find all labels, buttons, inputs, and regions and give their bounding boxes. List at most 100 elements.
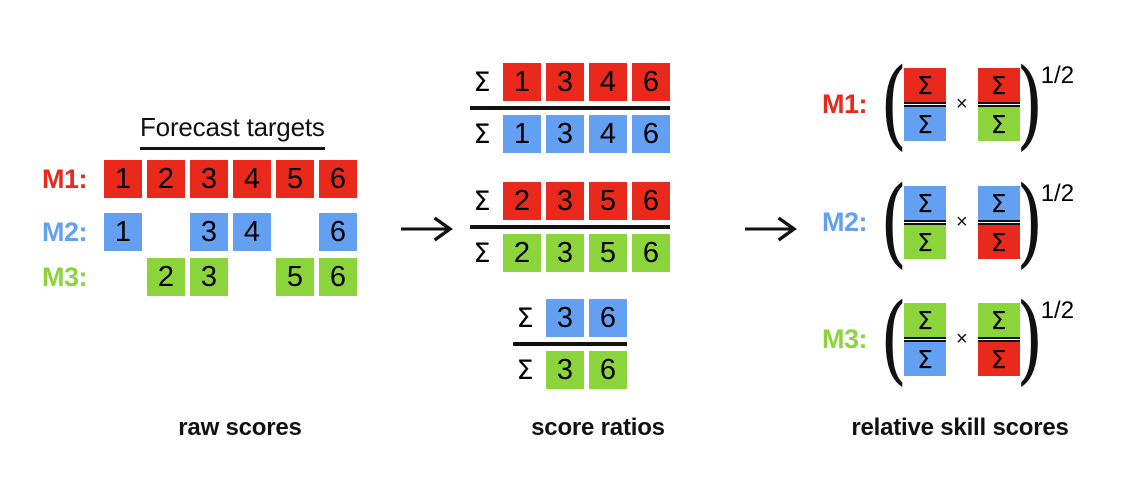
score-ratio-2-numerator: Σ 2 3 5 6 [470, 182, 670, 220]
paren-close-m1: ) [1016, 47, 1044, 160]
skill-m3-term1-numerator: Σ [904, 303, 946, 337]
sigma-icon: Σ [473, 66, 491, 98]
skill-row-m1: M1: ( Σ Σ × Σ Σ ) 1/2 [822, 47, 1074, 160]
score-ratio-2-den-cell-2: 3 [546, 234, 584, 272]
skill-m3-term1: Σ Σ [904, 303, 946, 376]
sigma-icon: Σ [516, 354, 534, 386]
multiply-icon: × [956, 211, 968, 233]
multiply-icon: × [956, 328, 968, 350]
score-ratio-fraction-3: Σ 3 6 Σ 3 6 [513, 299, 627, 389]
score-ratio-1-den-cell-1: 1 [503, 115, 541, 153]
sigma-icon: Σ [473, 237, 491, 269]
skill-m3-term1-bar [904, 337, 946, 342]
skill-row-m3: M3: ( Σ Σ × Σ Σ ) 1/2 [822, 282, 1074, 395]
skill-m2-term1-bar [904, 220, 946, 225]
score-ratio-1-denominator: Σ 1 3 4 6 [470, 115, 670, 153]
score-ratio-3-num-cells: 3 6 [546, 299, 627, 337]
score-ratio-1-den-cell-2: 3 [546, 115, 584, 153]
paren-close-m3: ) [1016, 282, 1044, 395]
raw-cell-m2-5 [276, 213, 314, 251]
raw-cell-m3-4 [233, 258, 271, 296]
score-ratio-2-num-cell-4: 6 [632, 182, 670, 220]
score-ratio-3-numerator: Σ 3 6 [513, 299, 627, 337]
skill-m3-term1-denominator: Σ [904, 342, 946, 376]
raw-cells-m2: 1 3 4 6 [104, 213, 357, 251]
score-ratio-2-bar [470, 225, 670, 229]
skill-m1-term1-bar [904, 102, 946, 107]
score-ratio-fraction-1: Σ 1 3 4 6 Σ 1 3 4 6 [470, 63, 670, 153]
skill-m1-term1-denominator: Σ [904, 107, 946, 141]
paren-open-m2: ( [880, 165, 908, 278]
skill-m2-term1: Σ Σ [904, 186, 946, 259]
skill-row-label-m2: M2: [822, 207, 868, 237]
score-ratio-3-num-cell-1: 3 [546, 299, 584, 337]
score-ratio-1-bar [470, 106, 670, 110]
skill-m2-exponent: 1/2 [1040, 180, 1075, 207]
raw-row-label-m3: M3: [42, 261, 88, 292]
paren-close-m2: ) [1016, 165, 1044, 278]
score-ratio-2-den-cell-4: 6 [632, 234, 670, 272]
skill-m1-term1-numerator: Σ [904, 68, 946, 102]
score-ratio-1-num-cell-2: 3 [546, 63, 584, 101]
score-ratio-2-den-cell-1: 2 [503, 234, 541, 272]
skill-m2-term1-numerator: Σ [904, 186, 946, 220]
raw-cell-m1-2: 2 [147, 160, 185, 198]
skill-m3-term2-numerator: Σ [977, 303, 1020, 337]
raw-cell-m3-3: 3 [190, 258, 228, 296]
skill-m2-term1-denominator: Σ [904, 225, 946, 259]
raw-cell-m1-1: 1 [104, 160, 142, 198]
raw-cell-m2-6: 6 [319, 213, 357, 251]
skill-m1-term1: Σ Σ [904, 68, 946, 141]
score-ratio-1-den-cell-3: 4 [589, 115, 627, 153]
raw-row-m2: M2: 1 3 4 6 [42, 213, 357, 251]
paren-open-m1: ( [880, 47, 908, 160]
raw-row-m3: M3: 2 3 5 6 [42, 258, 357, 296]
raw-cell-m2-3: 3 [190, 213, 228, 251]
skill-m3-term2-denominator: Σ [977, 342, 1020, 376]
score-ratio-3-den-cells: 3 6 [546, 351, 627, 389]
score-ratio-3-bar [513, 342, 627, 346]
score-ratio-1-den-cell-4: 6 [632, 115, 670, 153]
raw-cells-m3: 2 3 5 6 [104, 258, 357, 296]
skill-m3-term2: Σ Σ [977, 303, 1020, 376]
forecast-targets-title: Forecast targets [140, 112, 325, 150]
skill-m3-exponent: 1/2 [1040, 297, 1075, 324]
skill-m3-term2-bar [977, 337, 1020, 342]
skill-m1-term2-denominator: Σ [977, 107, 1020, 141]
skill-m2-term2: Σ Σ [977, 186, 1020, 259]
skill-row-m2: M2: ( Σ Σ × Σ Σ ) 1/2 [822, 165, 1074, 278]
multiply-icon: × [956, 93, 968, 115]
raw-cell-m1-5: 5 [276, 160, 314, 198]
score-ratio-3-den-cell-1: 3 [546, 351, 584, 389]
score-ratio-2-num-cells: 2 3 5 6 [503, 182, 670, 220]
raw-cell-m2-2 [147, 213, 185, 251]
skill-m2-term2-numerator: Σ [977, 186, 1020, 220]
arrow-right-icon-1 [400, 216, 458, 242]
skill-m2-term2-denominator: Σ [977, 225, 1020, 259]
score-ratio-2-num-cell-2: 3 [546, 182, 584, 220]
skill-row-label-m3: M3: [822, 324, 868, 354]
raw-row-label-m2: M2: [42, 216, 88, 247]
score-ratio-3-denominator: Σ 3 6 [513, 351, 627, 389]
raw-cell-m3-6: 6 [319, 258, 357, 296]
raw-cell-m1-4: 4 [233, 160, 271, 198]
caption-relative-skill-scores: relative skill scores [851, 414, 1069, 441]
raw-cell-m3-5: 5 [276, 258, 314, 296]
skill-m1-term2-bar [977, 102, 1020, 107]
score-ratio-1-num-cells: 1 3 4 6 [503, 63, 670, 101]
score-ratio-1-numerator: Σ 1 3 4 6 [470, 63, 670, 101]
score-ratio-2-num-cell-1: 2 [503, 182, 541, 220]
score-ratio-1-num-cell-4: 6 [632, 63, 670, 101]
sigma-icon: Σ [516, 302, 534, 334]
raw-cell-m3-2: 2 [147, 258, 185, 296]
raw-cells-m1: 1 2 3 4 5 6 [104, 160, 357, 198]
skill-m1-term2-numerator: Σ [977, 68, 1020, 102]
skill-m1-exponent: 1/2 [1040, 62, 1075, 89]
score-ratio-2-den-cells: 2 3 5 6 [503, 234, 670, 272]
raw-cell-m2-1: 1 [104, 213, 142, 251]
skill-row-label-m1: M1: [822, 89, 868, 119]
skill-m2-term2-bar [977, 220, 1020, 225]
score-ratio-1-num-cell-1: 1 [503, 63, 541, 101]
score-ratio-3-num-cell-2: 6 [589, 299, 627, 337]
